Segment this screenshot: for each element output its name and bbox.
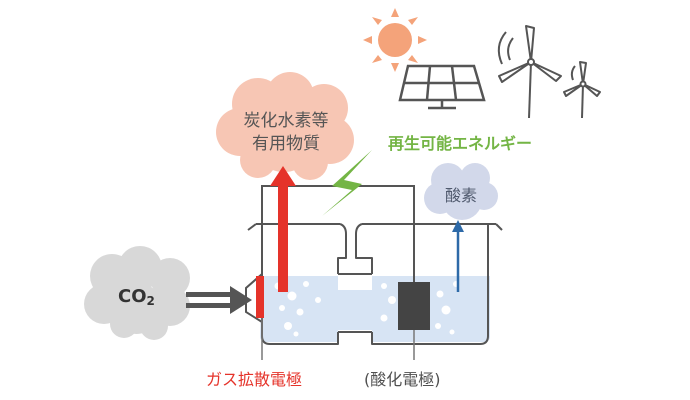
co2-arrow (186, 286, 252, 314)
co2-cloud (84, 246, 190, 340)
electrolyte (260, 276, 490, 342)
co2-label-subscript: 2 (146, 294, 155, 308)
oxygen-arrow (452, 220, 464, 292)
gas-diffusion-electrode-label: ガス拡散電極 (206, 370, 303, 389)
hydrocarbon-label-line2: 有用物質 (252, 134, 320, 154)
hydrocarbon-label: 炭化水素等 有用物質 (222, 110, 350, 156)
anode-electrode-label: (酸化電極) (364, 370, 441, 389)
oxygen-cloud (424, 163, 498, 220)
gas-diffusion-electrode (256, 276, 264, 318)
solar-panel-icon (398, 64, 486, 110)
wind-turbine-icon (497, 25, 601, 119)
renewable-energy-label: 再生可能エネルギー (388, 134, 533, 153)
oxygen-label: 酸素 (444, 186, 477, 205)
bubbles (274, 281, 459, 337)
sun-icon (363, 8, 427, 72)
co2-label-main: CO (118, 286, 147, 307)
hydrocarbon-arrow (270, 166, 296, 292)
co2-label: CO2 (118, 286, 155, 308)
lightning-icon (322, 150, 372, 216)
anode-electrode (398, 282, 430, 330)
connecting-tube (338, 273, 372, 333)
hydrocarbon-label-line1: 炭化水素等 (243, 111, 329, 131)
right-beaker (355, 223, 503, 345)
hydrocarbon-cloud (216, 72, 354, 180)
